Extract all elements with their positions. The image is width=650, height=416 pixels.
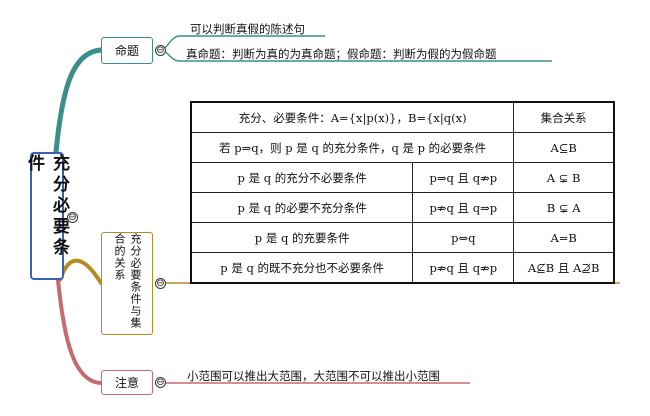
root-title: 充分必要条件 — [24, 154, 69, 259]
branch-collapse-icon[interactable]: ⊖ — [155, 376, 166, 388]
table-cell: p 是 q 的必要不充分条件 — [190, 192, 414, 223]
branch-collapse-icon[interactable]: ⊖ — [155, 44, 166, 56]
table-cell: p⇔q — [412, 222, 515, 253]
table-cell: 若 p⇒q，则 p 是 q 的充分条件，q 是 p 的必要条件 — [190, 132, 515, 163]
leaf-true-false: 真命题：判断为真的为真命题；假命题：判断为假的为假命题 — [186, 47, 497, 61]
leaf-note: 小范围可以推出大范围，大范围不可以推出小范围 — [187, 369, 440, 383]
table-row: p 是 q 的既不充分也不必要条件 p⇏q 且 q⇏p A⊈B 且 A⊉B — [190, 252, 615, 284]
table-cell: B ⊊ A — [513, 192, 615, 223]
branch-label: 注意 — [114, 376, 139, 390]
branch-line-note — [56, 278, 103, 385]
branch-collapse-icon[interactable]: ⊖ — [155, 277, 166, 289]
table-cell: p⇒q 且 q⇏p — [412, 162, 515, 193]
branch-line-proposition — [53, 47, 104, 155]
table-row: p 是 q 的充分不必要条件 p⇒q 且 q⇏p A ⊊ B — [190, 162, 615, 193]
table-row: p 是 q 的必要不充分条件 p⇏q 且 q⇒p B ⊊ A — [190, 192, 615, 223]
branch-node-set-relation[interactable]: 充分必要条件与集合的关系 — [101, 232, 153, 335]
branch-label: 命题 — [114, 44, 139, 58]
condition-set-table: 充分、必要条件：A={x|p(x)}，B={x|q(x) 集合关系 若 p⇒q，… — [190, 101, 615, 284]
table-cell: A⊆B — [513, 132, 615, 163]
root-node[interactable]: 充分必要条件 — [24, 152, 69, 280]
branch-node-note[interactable]: 注意 — [101, 370, 153, 395]
branch-label: 充分必要条件与集合的关系 — [113, 233, 142, 329]
table-header-relation: 集合关系 — [513, 101, 615, 133]
table-row: p 是 q 的充要条件 p⇔q A=B — [190, 222, 615, 253]
root-collapse-icon[interactable]: ⊖ — [67, 211, 78, 223]
table-cell: A ⊊ B — [513, 162, 615, 193]
branch-node-proposition[interactable]: 命题 — [101, 37, 153, 64]
table-cell: p 是 q 的充分不必要条件 — [190, 162, 414, 193]
table-cell: p⇏q 且 q⇏p — [412, 252, 515, 284]
table-header-condition: 充分、必要条件：A={x|p(x)}，B={x|q(x) — [190, 101, 515, 133]
table-cell: A=B — [513, 222, 615, 253]
leaf-definition: 可以判断真假的陈述句 — [190, 22, 305, 36]
table-header-row: 充分、必要条件：A={x|p(x)}，B={x|q(x) 集合关系 — [190, 101, 615, 133]
table-cell: p 是 q 的既不充分也不必要条件 — [190, 252, 414, 284]
table-cell: A⊈B 且 A⊉B — [513, 252, 615, 284]
table-row: 若 p⇒q，则 p 是 q 的充分条件，q 是 p 的必要条件 A⊆B — [190, 132, 615, 163]
table-cell: p⇏q 且 q⇒p — [412, 192, 515, 223]
table-cell: p 是 q 的充要条件 — [190, 222, 414, 253]
